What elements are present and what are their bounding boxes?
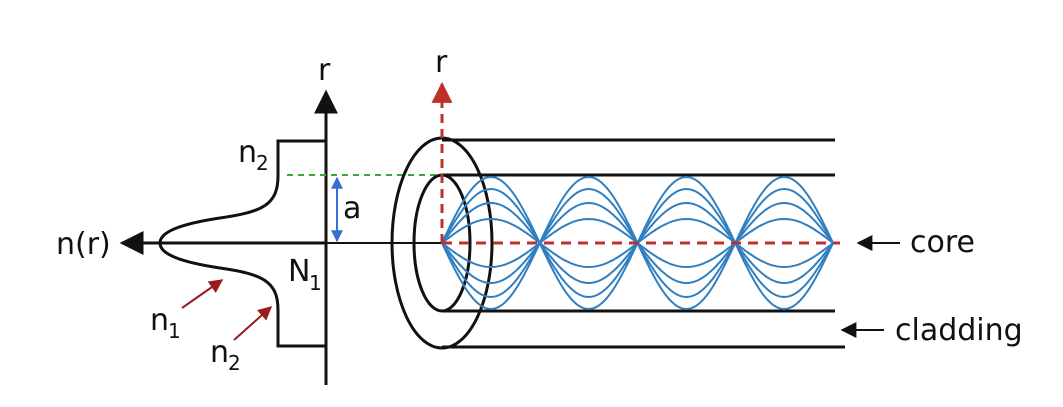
n1-label: n bbox=[150, 303, 169, 338]
cladding-label: cladding bbox=[895, 313, 1023, 348]
N1-subscript: 1 bbox=[309, 271, 322, 295]
index-profile-curve bbox=[158, 139, 326, 348]
core-label: core bbox=[910, 225, 975, 260]
axis-r-left-label: r bbox=[318, 53, 331, 88]
n1-subscript: 1 bbox=[168, 319, 181, 343]
N1-label: N bbox=[288, 254, 310, 289]
n-r-label: n(r) bbox=[56, 227, 111, 262]
a-label: a bbox=[343, 191, 361, 226]
n1-arrow bbox=[181, 279, 224, 309]
index-profile: r n(r) a n 2 N 1 n 1 n 2 bbox=[56, 53, 436, 385]
axis-r-right-label: r bbox=[435, 45, 448, 80]
fiber: r core cladding bbox=[326, 45, 1023, 350]
n2-top-label: n bbox=[238, 135, 257, 170]
n2-arrow bbox=[233, 306, 273, 341]
n2-bottom-subscript: 2 bbox=[228, 351, 241, 375]
n2-bottom-label: n bbox=[210, 335, 229, 370]
n2-top-subscript: 2 bbox=[256, 151, 269, 175]
